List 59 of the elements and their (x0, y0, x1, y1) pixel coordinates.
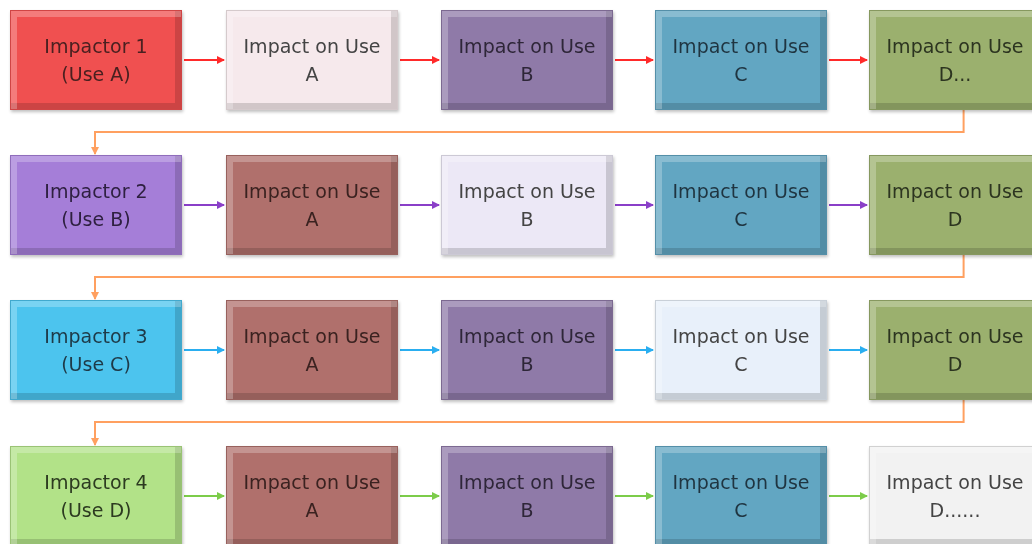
arrow (183, 346, 225, 354)
arrow (399, 346, 440, 354)
arrow (828, 56, 868, 64)
box-label: Impactor 3 (Use C) (43, 324, 149, 377)
arrow (91, 399, 965, 446)
box-label: Impact on Use B (457, 470, 597, 523)
process-box (441, 155, 613, 255)
arrow (399, 492, 440, 500)
process-box (10, 446, 182, 544)
arrow (614, 56, 654, 64)
box-label: Impactor 2 (Use B) (43, 179, 149, 232)
box-label: Impact on Use B (457, 34, 597, 87)
arrow (183, 201, 225, 209)
box-label: Impact on Use A (242, 470, 382, 523)
box-label: Impact on Use C (671, 324, 811, 377)
box-label: Impactor 4 (Use D) (43, 470, 149, 523)
arrow (183, 492, 225, 500)
box-label: Impact on Use B (457, 324, 597, 377)
box-label: Impact on Use A (242, 34, 382, 87)
arrow (183, 56, 225, 64)
process-box (226, 155, 398, 255)
box-label: Impact on Use B (457, 179, 597, 232)
process-box (441, 10, 613, 110)
arrow (91, 109, 965, 155)
box-label: Impact on Use D (885, 324, 1025, 377)
arrow (828, 346, 868, 354)
box-label: Impactor 1 (Use A) (43, 34, 149, 87)
arrow (828, 201, 868, 209)
arrow (91, 254, 965, 300)
box-label: Impact on Use D (885, 179, 1025, 232)
process-box (10, 155, 182, 255)
process-box (869, 10, 1032, 110)
process-box (655, 10, 827, 110)
process-box (869, 446, 1032, 544)
process-box (655, 446, 827, 544)
process-box (10, 10, 182, 110)
arrow (399, 56, 440, 64)
process-box (655, 300, 827, 400)
process-box (869, 155, 1032, 255)
box-label: Impact on Use C (671, 470, 811, 523)
process-box (226, 10, 398, 110)
arrow (399, 201, 440, 209)
arrow (614, 492, 654, 500)
process-box (655, 155, 827, 255)
box-label: Impact on Use D... (885, 34, 1025, 87)
arrow (828, 492, 868, 500)
box-label: Impact on Use A (242, 324, 382, 377)
arrow (614, 201, 654, 209)
process-box (441, 300, 613, 400)
arrow (614, 346, 654, 354)
box-label: Impact on Use C (671, 34, 811, 87)
box-label: Impact on Use A (242, 179, 382, 232)
process-box (226, 300, 398, 400)
process-box (869, 300, 1032, 400)
box-label: Impact on Use D...... (885, 470, 1025, 523)
process-box (10, 300, 182, 400)
process-box (441, 446, 613, 544)
box-label: Impact on Use C (671, 179, 811, 232)
process-box (226, 446, 398, 544)
